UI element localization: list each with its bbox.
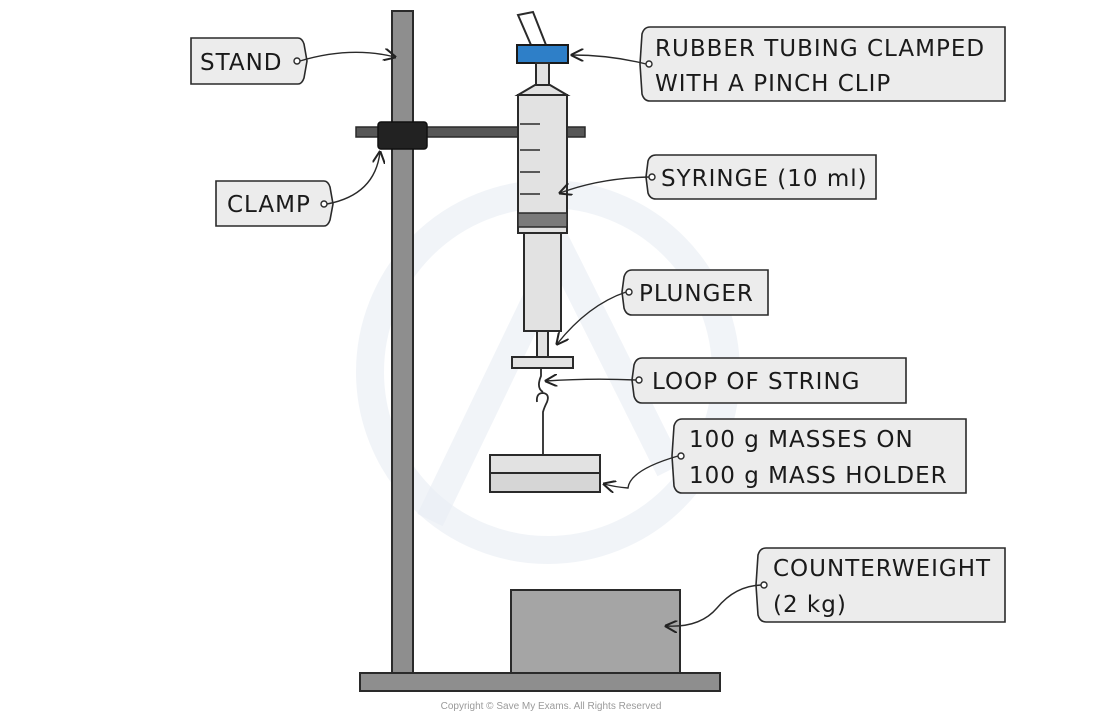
rubber-tubing	[516, 10, 548, 46]
counterweight-arrow	[666, 584, 762, 626]
syringe-nozzle	[535, 62, 550, 86]
stand-rod	[391, 10, 414, 674]
plunger-head	[511, 356, 574, 369]
clamp-arm	[355, 126, 586, 138]
masses-label-line1: 100 g MASSES ON	[689, 427, 914, 453]
string-loop	[538, 368, 544, 393]
pinch-clip	[516, 44, 569, 64]
counterweight-label-line1: COUNTERWEIGHT	[773, 556, 991, 582]
stand-label-text: STAND	[200, 50, 283, 76]
syringe-arrow	[560, 176, 650, 193]
rubber-tubing-label-line1: RUBBER TUBING CLAMPED	[655, 36, 985, 62]
copyright-text: Copyright © Save My Exams. All Rights Re…	[441, 701, 662, 712]
syringe-shoulder	[514, 84, 571, 96]
loop-of-string-arrow	[546, 379, 637, 381]
counterweight-block	[510, 589, 681, 674]
masses-label: 100 g MASSES ON 100 g MASS HOLDER	[671, 418, 967, 494]
plunger-stem	[523, 232, 562, 332]
masses-top	[489, 454, 601, 474]
loop-of-string-label: LOOP OF STRING	[631, 357, 907, 404]
masses-arrow	[604, 455, 679, 488]
plunger-label-text: PLUNGER	[639, 281, 754, 307]
clamp-arrow	[326, 152, 380, 205]
base-plate	[359, 672, 721, 692]
plunger-seal	[517, 212, 568, 228]
rubber-tubing-label-line2: WITH A PINCH CLIP	[655, 71, 891, 97]
clamp-label-text: CLAMP	[227, 192, 311, 218]
syringe-label: SYRINGE (10 ml)	[645, 154, 877, 200]
masses-bottom	[489, 472, 601, 493]
stand-label: STAND	[190, 37, 308, 85]
rubber-tubing-label: RUBBER TUBING CLAMPED WITH A PINCH CLIP	[639, 26, 1006, 102]
plunger-label: PLUNGER	[621, 269, 769, 316]
rubber-tubing-arrow	[572, 55, 647, 65]
counterweight-label-line2: (2 kg)	[773, 592, 847, 618]
plunger-arrow	[557, 291, 627, 344]
plunger-neck	[536, 330, 549, 358]
clamp-label: CLAMP	[215, 180, 334, 227]
masses-label-line2: 100 g MASS HOLDER	[689, 463, 948, 489]
loop-of-string-label-text: LOOP OF STRING	[652, 369, 860, 395]
counterweight-label: COUNTERWEIGHT (2 kg)	[755, 547, 1006, 623]
syringe-graduations	[520, 123, 540, 195]
stand-arrow	[299, 52, 395, 62]
syringe-barrel	[517, 94, 568, 234]
syringe-label-text: SYRINGE (10 ml)	[661, 166, 868, 192]
mass-hook	[535, 392, 549, 455]
clamp-boss	[377, 121, 428, 150]
